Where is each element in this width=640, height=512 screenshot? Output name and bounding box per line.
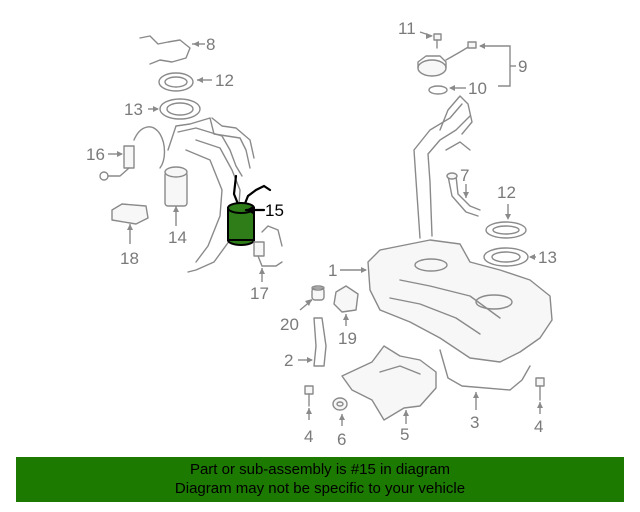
part-8-harness: 8 xyxy=(139,35,215,65)
callout-16[interactable]: 16 xyxy=(86,145,105,164)
part-5-heat-shield: 5 xyxy=(341,345,437,444)
part-14-pump-module: 14 xyxy=(164,117,255,273)
callout-12-left[interactable]: 12 xyxy=(215,71,234,90)
part-10-seal-ring: 10 xyxy=(428,79,487,98)
callout-3[interactable]: 3 xyxy=(470,413,479,432)
callout-19[interactable]: 19 xyxy=(338,329,357,348)
parts-diagram: 8 12 13 16 14 xyxy=(86,19,557,449)
part-11-screw: 11 xyxy=(398,19,442,49)
callout-4-right[interactable]: 4 xyxy=(534,417,543,436)
part-13-seal: 13 xyxy=(124,98,201,120)
part-19-clip: 19 xyxy=(333,285,359,348)
callout-4-left[interactable]: 4 xyxy=(304,427,313,446)
part-6-nut: 6 xyxy=(332,397,348,449)
part-12-lock-ring: 12 xyxy=(158,71,234,92)
callout-1[interactable]: 1 xyxy=(328,261,337,280)
part-16-sender: 16 xyxy=(86,126,166,181)
callout-12-right[interactable]: 12 xyxy=(497,183,516,202)
part-1-fuel-tank: 1 xyxy=(328,239,553,363)
callout-14[interactable]: 14 xyxy=(168,228,187,247)
part-15-fuel-filter[interactable]: 15 xyxy=(227,174,284,246)
callout-8[interactable]: 8 xyxy=(206,35,215,54)
part-4-bolt-right: 4 xyxy=(534,377,545,436)
callout-6[interactable]: 6 xyxy=(337,430,346,449)
filler-neck xyxy=(413,95,473,239)
callout-18[interactable]: 18 xyxy=(120,249,139,268)
callout-17[interactable]: 17 xyxy=(250,284,269,303)
banner-line-2: Diagram may not be specific to your vehi… xyxy=(174,480,466,497)
callout-9[interactable]: 9 xyxy=(518,57,527,76)
info-banner: Part or sub-assembly is #15 in diagram D… xyxy=(16,457,624,502)
part-17-wiring: 17 xyxy=(250,225,283,303)
part-4-bolt-left: 4 xyxy=(304,385,314,446)
part-9-cap-assembly: 9 xyxy=(417,41,527,87)
callout-5[interactable]: 5 xyxy=(400,425,409,444)
part-12-lock-ring-right: 12 xyxy=(485,183,527,239)
callout-13-left[interactable]: 13 xyxy=(124,100,143,119)
part-7-hose: 7 xyxy=(446,166,481,217)
callout-10[interactable]: 10 xyxy=(468,79,487,98)
part-13-seal-right: 13 xyxy=(483,247,557,267)
callout-2[interactable]: 2 xyxy=(284,351,293,370)
callout-11[interactable]: 11 xyxy=(398,19,416,38)
part-2-strap: 2 xyxy=(284,317,327,370)
part-3-tank-strap: 3 xyxy=(439,349,531,432)
callout-7[interactable]: 7 xyxy=(460,166,469,185)
banner-line-1: Part or sub-assembly is #15 in diagram xyxy=(189,461,451,478)
callout-13-right[interactable]: 13 xyxy=(538,248,557,267)
part-20-grommet: 20 xyxy=(280,285,325,334)
callout-15[interactable]: 15 xyxy=(265,201,284,220)
part-18-bracket: 18 xyxy=(111,203,149,268)
callout-20[interactable]: 20 xyxy=(280,315,299,334)
